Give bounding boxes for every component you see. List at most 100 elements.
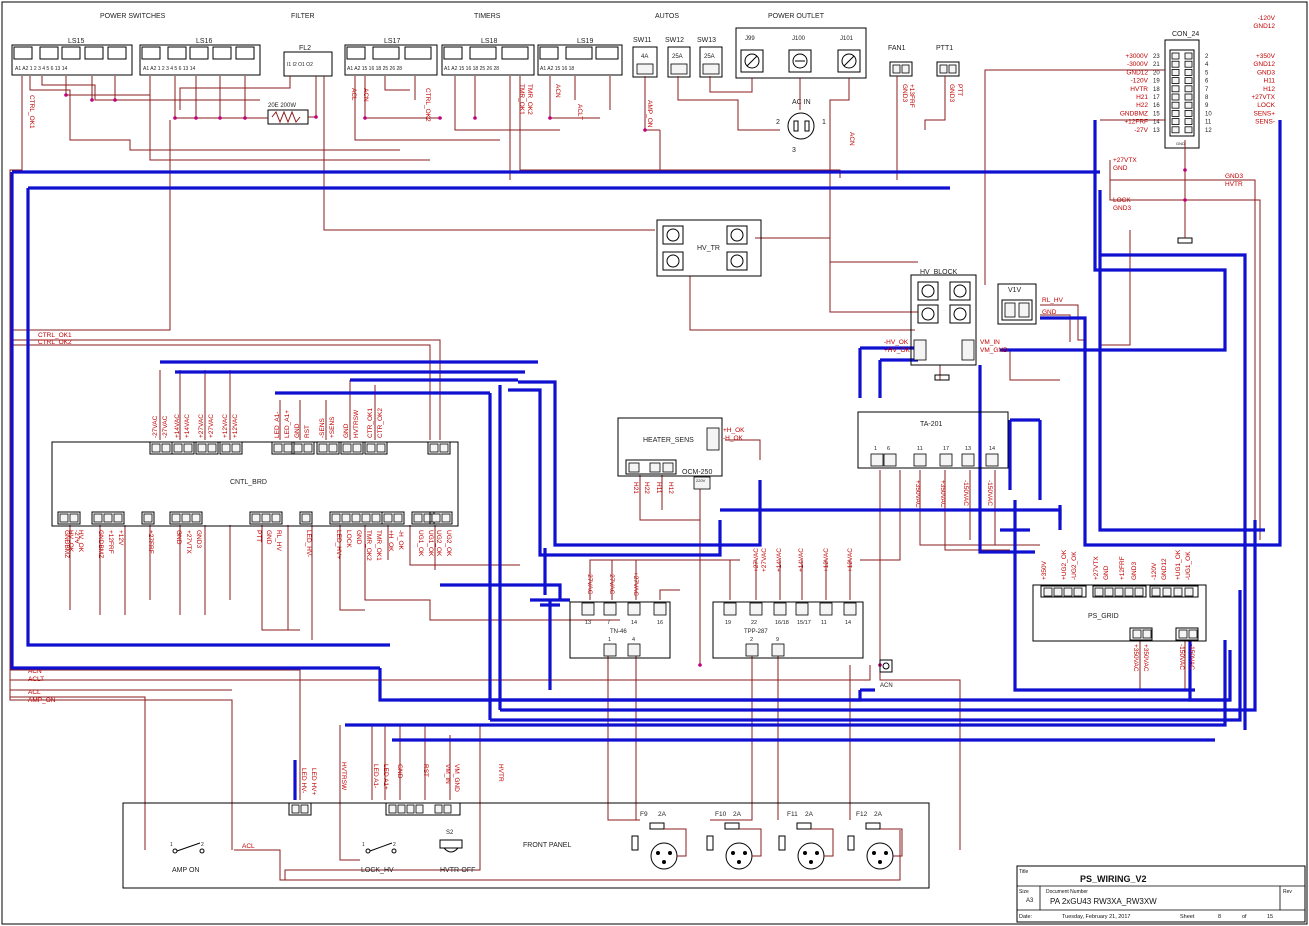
label-acn-timer: ACN bbox=[554, 84, 561, 98]
ps-grid-signal: GND12 bbox=[1161, 558, 1168, 580]
cntl-bottom-pin bbox=[261, 513, 271, 523]
con24-pin-box bbox=[1184, 118, 1193, 125]
auto-sw12[interactable]: SW12 25A bbox=[665, 37, 691, 78]
s2-label: S2 bbox=[446, 830, 454, 836]
label-ctrl-ok2: CTRL_OK2 bbox=[38, 339, 72, 346]
cntl-top-pin bbox=[151, 443, 161, 453]
cntl-top-signal: GND bbox=[294, 423, 301, 438]
fuse-icon bbox=[865, 822, 881, 830]
label-acl: ACL bbox=[28, 689, 41, 696]
wire-network bbox=[9, 69, 1261, 881]
v1v-relay[interactable]: V1V RL_HV GND bbox=[997, 283, 1064, 325]
fp-led-hv-plus: LED HV+ bbox=[310, 768, 317, 795]
ptt1-connector[interactable]: PTT1 bbox=[936, 45, 960, 77]
con24-pin-box bbox=[1184, 101, 1193, 109]
cntl-brd[interactable]: CNTL_BRD -27VAC-27VAC+14VAC+14VAC+27VAC+… bbox=[51, 408, 459, 561]
con24-pin-box bbox=[1184, 93, 1193, 101]
auto-sw11[interactable]: SW11 4A bbox=[632, 37, 658, 78]
fuse-icon bbox=[778, 835, 786, 851]
hv-block[interactable]: HV_BLOCK -HV_OK +HV_OK VM_IN VM_GND bbox=[884, 269, 1008, 366]
ocm-250[interactable]: OCM-250 220V bbox=[682, 469, 712, 490]
con24-right-signal: +350V bbox=[1256, 53, 1276, 60]
relay-ls16[interactable]: LS16 A1 A2 1 2 3 4 5 6 13 14 bbox=[139, 38, 261, 76]
cntl-top-signal: CTR_OK2 bbox=[377, 408, 384, 438]
svg-text:2: 2 bbox=[393, 842, 396, 848]
ps-grid-signal: +350VAC bbox=[1142, 644, 1149, 672]
ps-grid-signal: GND3 bbox=[1131, 562, 1138, 580]
svg-text:1: 1 bbox=[362, 842, 365, 848]
con24-right-signal: H11 bbox=[1264, 78, 1276, 85]
tpp287-name: TPP-287 bbox=[744, 629, 768, 635]
ptt1-label: PTT1 bbox=[936, 45, 953, 52]
cntl-bottom-pin bbox=[171, 513, 181, 523]
acn-terminal[interactable]: ACN bbox=[879, 659, 893, 689]
hvtr-off-button[interactable]: S2 HVTR-OFF bbox=[439, 830, 475, 874]
relay-ls17-pins: A1 A2 15 16 18 25 26 28 bbox=[347, 66, 402, 72]
filter-fl2[interactable]: FL2 I1 I2 O1 O2 bbox=[283, 45, 333, 77]
section-power-outlet: POWER OUTLET bbox=[768, 13, 825, 20]
relay-ls15[interactable]: LS15 A1 A2 1 2 3 4 5 6 13 14 bbox=[11, 38, 133, 76]
label-tmr-ok1-top: TMR_OK1 bbox=[518, 84, 525, 115]
label-amp-on-top: AMP_ON bbox=[646, 100, 653, 128]
con24-right-pin: 5 bbox=[1205, 70, 1209, 76]
tpp287-signal: +12VAC bbox=[847, 548, 854, 572]
cntl-brd-bottom-terminals bbox=[57, 511, 453, 525]
con24-right-signal: +27VTX bbox=[1251, 94, 1275, 101]
hv-block-vm-gnd: VM_GND bbox=[980, 347, 1008, 354]
fuse-name: F11 bbox=[787, 811, 798, 818]
con24-left-pin: 18 bbox=[1153, 87, 1160, 93]
con24-right-signal: GND3 bbox=[1257, 69, 1275, 76]
cntl-bottom-signal: +27VTX bbox=[185, 530, 192, 554]
ta201-pin-label: 17 bbox=[943, 446, 949, 452]
ps-grid-signal: -UG2_OK bbox=[1071, 551, 1078, 580]
relay-ls19[interactable]: LS19 A1 A2 15 16 18 bbox=[537, 38, 623, 76]
fuse-name: F12 bbox=[856, 811, 868, 818]
cntl-top-pin bbox=[231, 443, 241, 453]
cntl-bottom-header bbox=[91, 511, 125, 525]
ps-grid-signal: +350V bbox=[1041, 560, 1048, 580]
cntl-top-signal: GND bbox=[343, 423, 350, 438]
cntl-bottom-header bbox=[57, 511, 81, 525]
ps-grid-pin bbox=[1162, 587, 1172, 597]
tpp287-pin bbox=[795, 602, 809, 616]
cntl-bottom-pin bbox=[431, 513, 441, 523]
ta201-pin bbox=[985, 453, 999, 467]
ps-grid-signal: -150VAC bbox=[1178, 644, 1185, 670]
heater-sens[interactable]: HEATER_SENS +H_OK -H_OK H21 H22 H11 H12 bbox=[617, 417, 745, 494]
cntl-bottom-pin bbox=[301, 513, 311, 523]
fan1-connector[interactable]: FAN1 bbox=[888, 45, 913, 77]
cntl-top-pin bbox=[283, 443, 293, 453]
cntl-top-signal: +27VAC bbox=[198, 414, 205, 438]
ta201-pin bbox=[913, 453, 927, 467]
ocm-name: OCM-250 bbox=[682, 469, 712, 476]
con24-pin-box bbox=[1184, 52, 1193, 60]
relay-ls16-pins: A1 A2 1 2 3 4 5 6 13 14 bbox=[143, 66, 195, 72]
cntl-bottom-signal: LOCK bbox=[345, 530, 352, 548]
tpp287-pin-label: 19 bbox=[725, 620, 731, 626]
amp-on-switch[interactable]: 1 2 AMP ON bbox=[170, 842, 205, 874]
fuse-wire bbox=[811, 828, 834, 857]
con24-pin-box bbox=[1184, 110, 1193, 117]
hv-tr-transformer[interactable]: HV_TR bbox=[656, 219, 762, 277]
tpp287-pin bbox=[745, 643, 759, 657]
tb-date: Tuesday, February 21, 2017 bbox=[1062, 914, 1130, 920]
ps-grid-signal: -150VAC bbox=[1188, 644, 1195, 670]
ac-in-connector[interactable]: AC IN 2 1 3 bbox=[776, 99, 826, 154]
auto-sw13[interactable]: SW13 25A bbox=[697, 37, 723, 78]
ps-grid-signal: +UG1_OK bbox=[1175, 549, 1182, 580]
ta201-name: TA-201 bbox=[920, 421, 943, 428]
section-timers: TIMERS bbox=[474, 13, 501, 20]
front-panel[interactable]: FRONT PANEL 1 2 AMP ON 1 2 LOCK_HV S2 HV… bbox=[122, 762, 930, 889]
lock-hv-switch[interactable]: 1 2 LOCK_HV bbox=[361, 842, 397, 874]
ps-grid-pin bbox=[1104, 587, 1114, 597]
fuse-rating: 2A bbox=[733, 811, 742, 818]
relay-ls17[interactable]: LS17 A1 A2 15 16 18 25 26 28 bbox=[344, 38, 438, 76]
cntl-bottom-pin bbox=[143, 513, 153, 523]
relay-ls18[interactable]: LS18 A1 A2 15 16 18 25 26 28 bbox=[441, 38, 535, 76]
power-outlet[interactable]: J99 J100 J101 bbox=[735, 27, 867, 79]
